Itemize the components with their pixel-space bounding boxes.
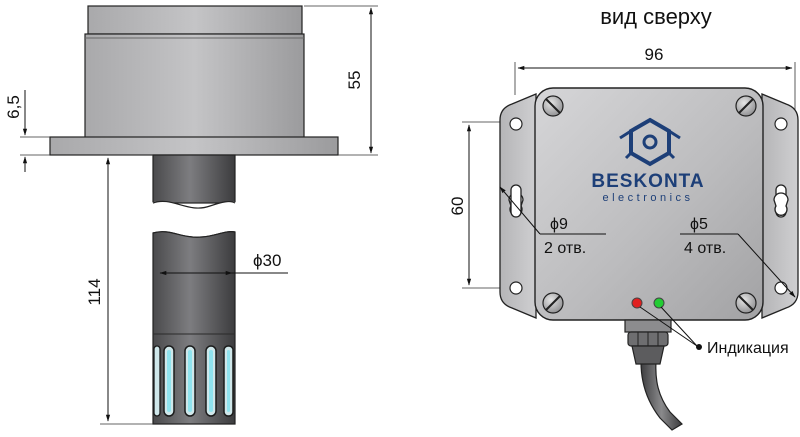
logo-sub: electronics bbox=[602, 192, 693, 204]
sensor-vent-slots bbox=[153, 345, 234, 417]
housing-cap bbox=[87, 5, 303, 35]
view-title: вид сверху bbox=[600, 4, 712, 29]
dim-height: 60 bbox=[448, 197, 467, 216]
dim-body-height: 55 bbox=[345, 71, 364, 90]
dim-hole-small-count: 2 отв. bbox=[544, 240, 586, 257]
dim-hole-large-count: 4 отв. bbox=[684, 240, 726, 257]
lid-screws bbox=[542, 95, 757, 314]
housing-body bbox=[84, 33, 305, 139]
dim-probe-length: 114 bbox=[85, 278, 104, 305]
dim-probe-diameter: ϕ30 bbox=[253, 251, 281, 270]
dim-hole-large-diameter: ϕ5 bbox=[690, 216, 708, 233]
brand-logo: BESKONTA electronics bbox=[591, 117, 704, 204]
side-view: 55 6,5 114 ϕ30 bbox=[4, 5, 378, 425]
dim-hole-small-diameter: ϕ9 bbox=[550, 216, 568, 233]
logo-brand: BESKONTA bbox=[591, 171, 704, 192]
led-green bbox=[653, 297, 665, 309]
mounting-flange bbox=[49, 136, 339, 156]
probe-break bbox=[150, 201, 238, 238]
dim-flange-thickness: 6,5 bbox=[4, 95, 23, 119]
top-view: вид сверху 96 60 bbox=[448, 4, 799, 431]
indicator-label: Индикация bbox=[707, 340, 789, 357]
logo-hexagon-icon bbox=[619, 117, 681, 167]
cable-gland bbox=[624, 319, 672, 365]
cable bbox=[640, 361, 683, 431]
probe-upper bbox=[152, 154, 236, 204]
led-red bbox=[631, 297, 643, 309]
dim-width: 96 bbox=[645, 45, 664, 64]
